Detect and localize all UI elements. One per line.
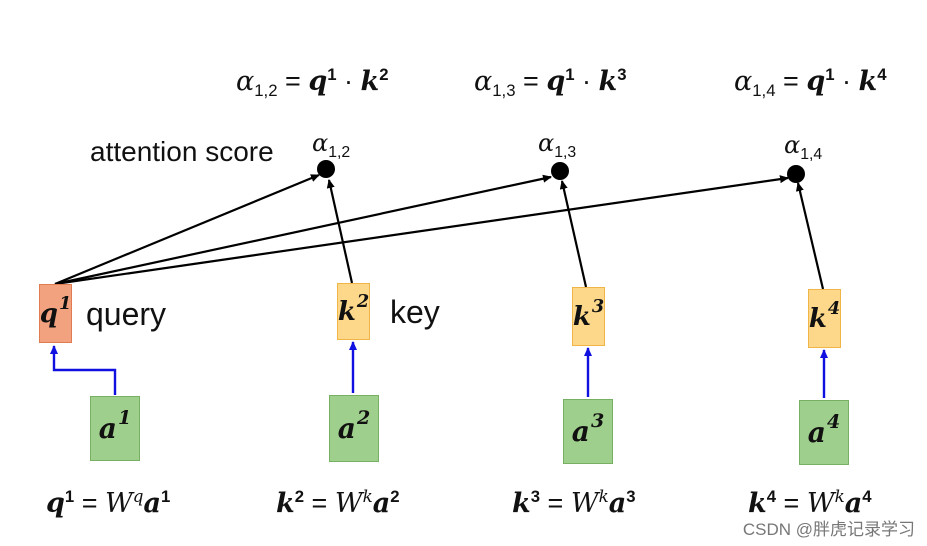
arrow-q1-to-alpha13 — [54, 174, 552, 286]
alpha14-label: α1,4 — [784, 131, 823, 163]
arrow-k2-to-alpha12 — [326, 179, 354, 284]
equation-q1: q1 = Wqa1 — [46, 485, 171, 519]
key-label: key — [390, 294, 440, 330]
score-node-alpha13 — [551, 162, 569, 180]
attention-score-label: attention score — [90, 136, 274, 167]
equation-alpha13: α1,3 = q1 · k3 — [474, 64, 627, 100]
equation-alpha12: α1,2 = q1 · k2 — [236, 64, 389, 100]
arrow-k4-to-alpha14 — [795, 182, 825, 290]
arrow-q1-to-alpha12 — [54, 173, 320, 286]
equation-alpha14: α1,4 = q1 · k4 — [734, 64, 887, 100]
score-node-alpha12 — [317, 160, 335, 178]
alpha13-label: α1,3 — [538, 129, 577, 161]
arrow-k3-to-alpha13 — [559, 180, 588, 288]
equation-k2: k2 = Wka2 — [276, 485, 400, 519]
score-node-alpha14 — [787, 165, 805, 183]
equation-k3: k3 = Wka3 — [512, 485, 636, 519]
arrow-a1-to-q1 — [50, 345, 117, 395]
equation-k4: k4 = Wka4 — [748, 485, 872, 519]
query-label: query — [86, 296, 167, 332]
watermark: CSDN @胖虎记录学习 — [742, 520, 915, 539]
arrow-q1-to-alpha14 — [54, 175, 789, 286]
alpha12-label: α1,2 — [312, 129, 351, 161]
